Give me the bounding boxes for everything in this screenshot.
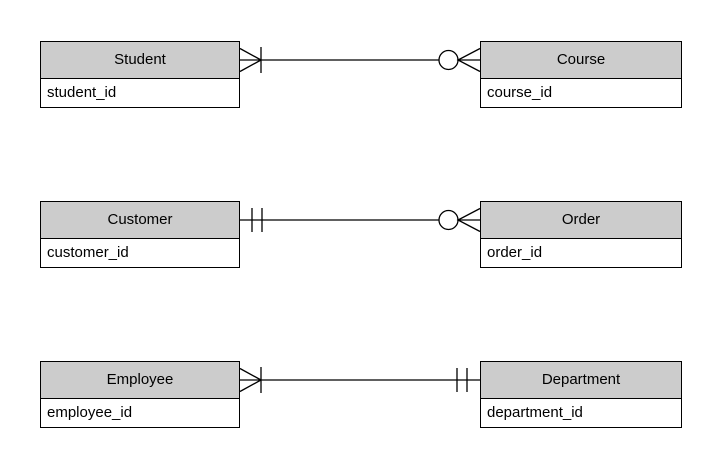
entity-order[interactable]: Order order_id [480,201,682,268]
entity-title: Order [481,202,681,239]
entity-attribute: student_id [41,78,239,107]
crow-foot-many-icon [239,47,262,73]
entity-title: Employee [41,362,239,399]
entity-course[interactable]: Course course_id [480,41,682,108]
entity-department[interactable]: Department department_id [480,361,682,428]
entity-title: Department [481,362,681,399]
entity-attribute: customer_id [41,238,239,267]
crow-foot-many-icon [239,367,262,393]
entity-employee[interactable]: Employee employee_id [40,361,240,428]
entity-student[interactable]: Student student_id [40,41,240,108]
crow-foot-many-icon [456,47,481,73]
cardinality-exactly-one-bars-icon [456,368,468,392]
entity-title: Student [41,42,239,79]
relationship-student-course[interactable] [239,47,481,73]
entity-title: Course [481,42,681,79]
entity-title: Customer [41,202,239,239]
cardinality-zero-circle-icon [438,49,459,71]
entity-attribute: order_id [481,238,681,267]
entity-attribute: department_id [481,398,681,427]
entity-attribute: employee_id [41,398,239,427]
relationship-employee-department[interactable] [239,367,480,393]
entity-customer[interactable]: Customer customer_id [40,201,240,268]
entity-attribute: course_id [481,78,681,107]
cardinality-zero-circle-icon [438,209,459,231]
crow-foot-many-icon [456,207,481,233]
relationship-customer-order[interactable] [240,207,481,233]
